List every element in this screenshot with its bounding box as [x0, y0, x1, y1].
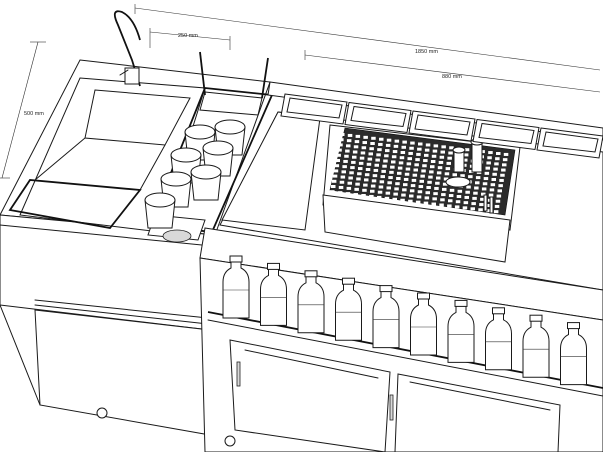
small-pan [199, 91, 263, 116]
bottle [260, 262, 287, 326]
pan [408, 110, 476, 142]
bottle-group [222, 255, 587, 386]
grate-holes [330, 133, 509, 214]
bottle [447, 299, 475, 363]
bottle [372, 285, 400, 349]
pan [536, 127, 603, 159]
bottle [335, 277, 362, 341]
glass [144, 192, 176, 229]
pan [472, 118, 540, 151]
dispenser [445, 138, 494, 214]
caster-left [96, 407, 108, 419]
bottle [297, 270, 325, 334]
glass-group [144, 119, 246, 229]
fridge-door-left [229, 339, 391, 452]
bottle [522, 314, 550, 378]
bottle [222, 255, 250, 319]
front-top-panel [199, 227, 603, 321]
pan-group [280, 93, 603, 159]
caster-right [224, 435, 236, 447]
dimension-lines: 1850 mm 880 mm 250 mm 500 mm [0, 4, 601, 179]
rinser-icon [162, 229, 192, 243]
drain-box-front [322, 194, 511, 263]
faucet [113, 10, 141, 87]
pan [280, 93, 348, 125]
right-section [219, 81, 603, 291]
dimension-overall-length: 1850 mm [415, 49, 438, 55]
left-drawer [34, 309, 211, 436]
dimension-depth: 500 mm [24, 111, 44, 117]
bottle [560, 322, 587, 386]
fridge-handle-right [389, 394, 394, 421]
glass [190, 164, 222, 201]
pan [344, 101, 412, 134]
dimension-module-width: 250 mm [178, 33, 198, 39]
fridge-handle-left [236, 361, 241, 387]
fridge-door-right [394, 373, 561, 452]
bottle [410, 292, 437, 356]
dimension-rail-width: 880 mm [442, 74, 462, 80]
bottle [485, 307, 512, 371]
